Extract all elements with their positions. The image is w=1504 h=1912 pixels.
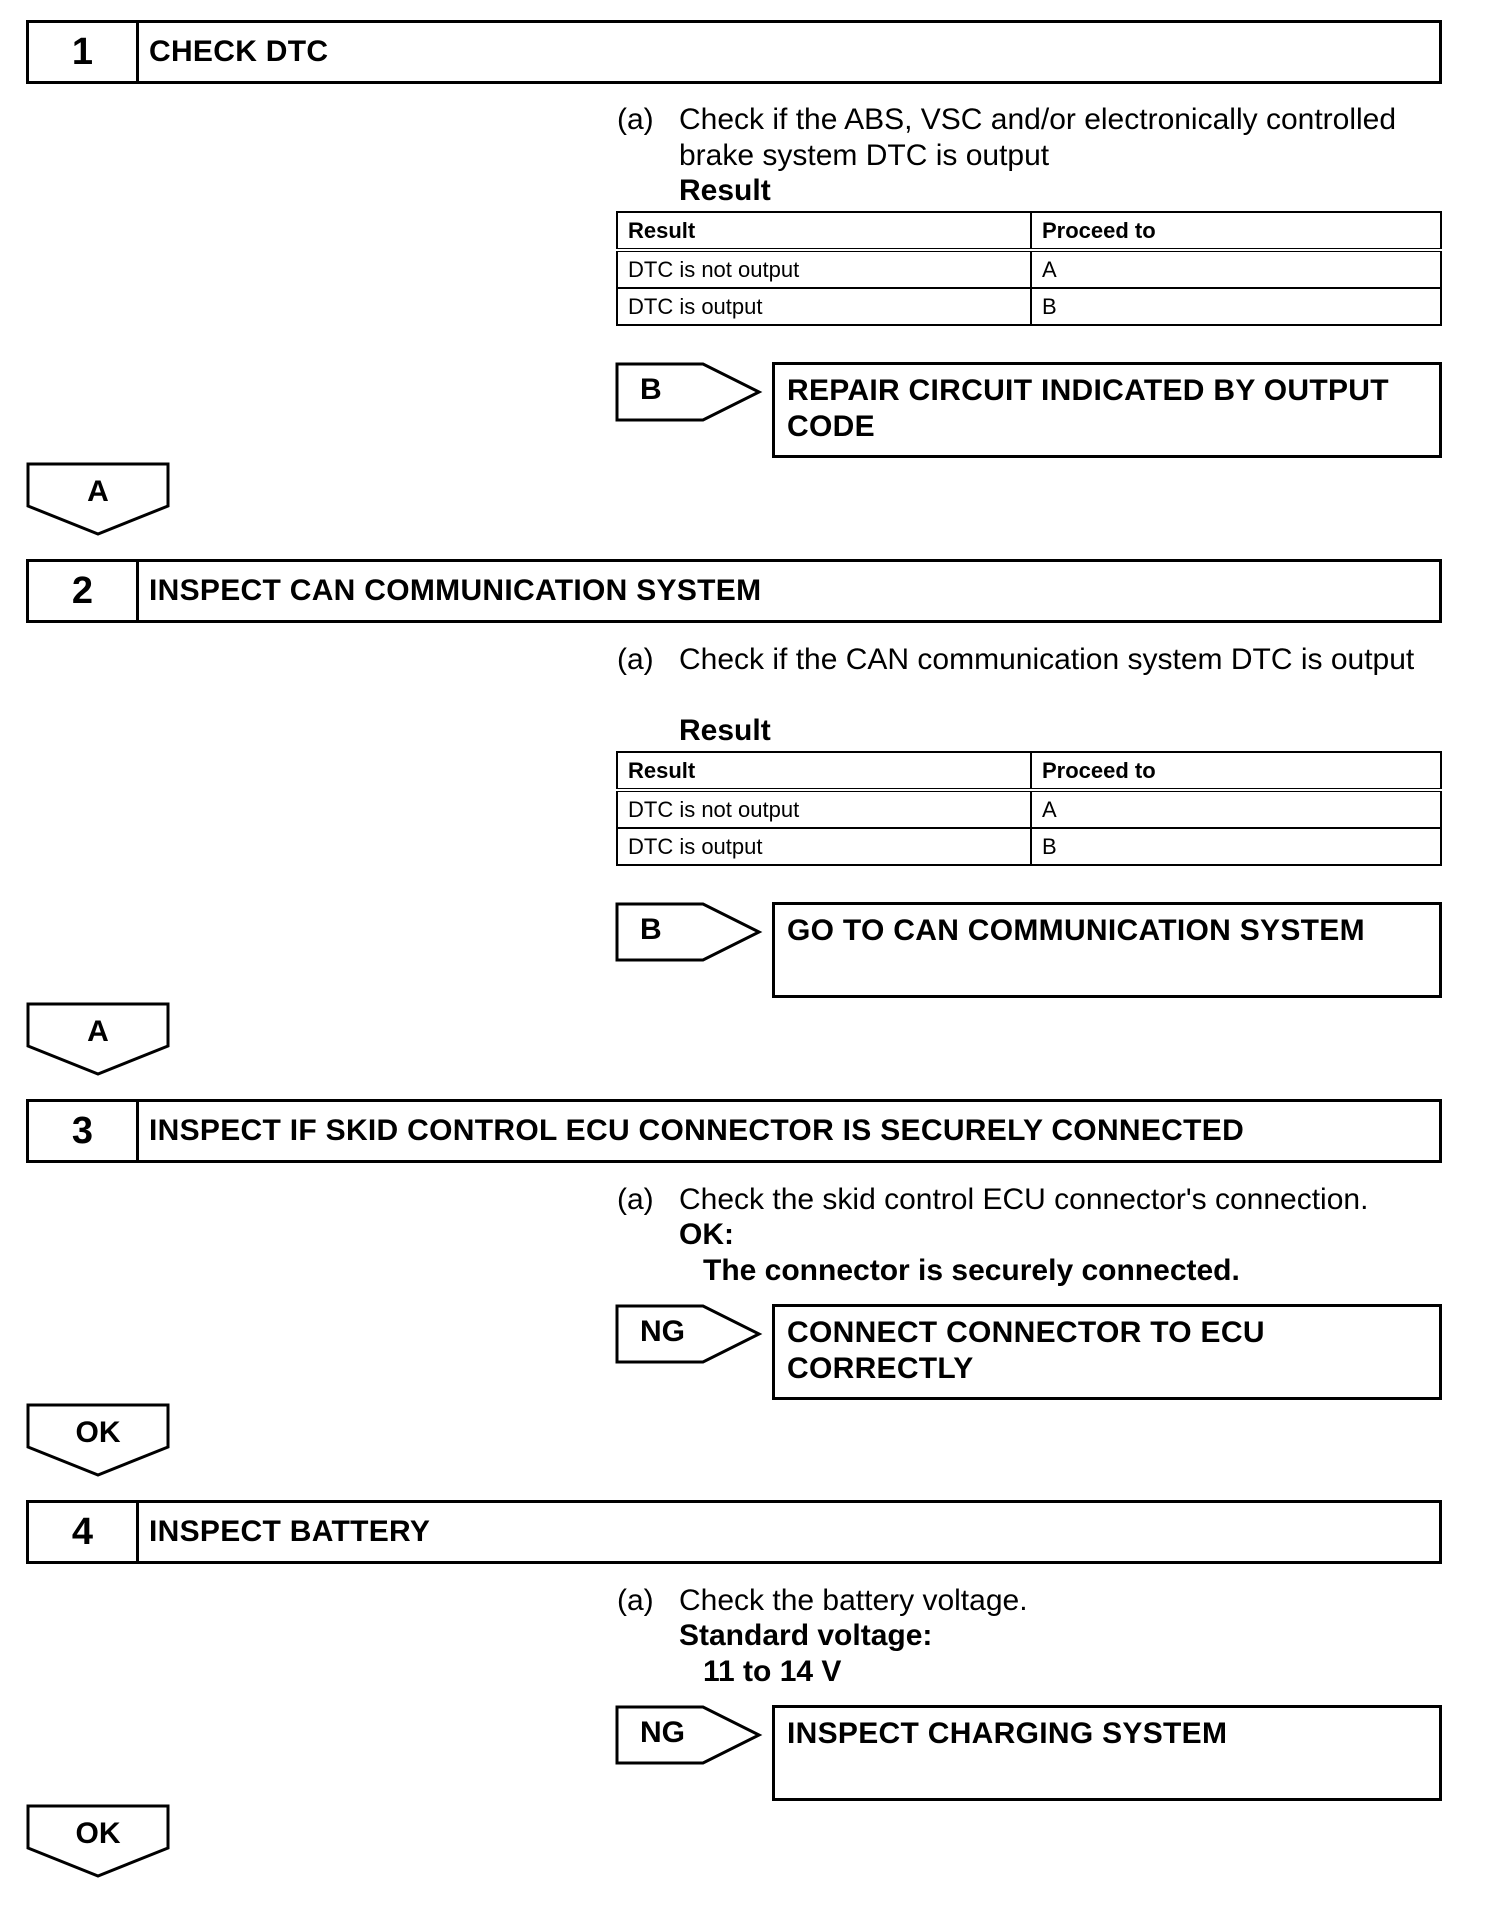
step-4-title: INSPECT BATTERY	[149, 1515, 431, 1548]
step-2-title: INSPECT CAN COMMUNICATION SYSTEM	[149, 574, 762, 607]
step-3-header: 3 INSPECT IF SKID CONTROL ECU CONNECTOR …	[26, 1099, 1442, 1163]
step-1-continue-label: A	[87, 475, 109, 508]
table-cell: DTC is output	[616, 287, 1032, 326]
step-1-branch-label: B	[640, 373, 662, 406]
step-2-instruction-text: Check if the CAN communication system DT…	[679, 643, 1415, 676]
step-3-number: 3	[29, 1102, 139, 1160]
table-cell: B	[1030, 287, 1442, 326]
step-1-title: CHECK DTC	[149, 35, 329, 68]
table-row: DTC is output B	[616, 287, 1442, 326]
step-4-instruction-marker: (a)	[617, 1584, 654, 1617]
step-4-spec-value: 11 to 14 V	[703, 1655, 842, 1688]
step-4-continue-label: OK	[75, 1817, 121, 1850]
table-row: DTC is not output A	[616, 249, 1442, 289]
step-4-instruction-text: Check the battery voltage.	[679, 1584, 1028, 1617]
table-cell: DTC is not output	[616, 789, 1032, 829]
table-header-proceed: Proceed to	[1030, 211, 1442, 252]
step-1-instruction: (a) Check if the ABS, VSC and/or electro…	[617, 102, 1439, 174]
step-3-instruction-marker: (a)	[617, 1183, 654, 1216]
step-4-continue-arrow-icon	[26, 1804, 170, 1878]
table-header-result: Result	[616, 751, 1032, 792]
table-row: DTC is not output A	[616, 789, 1442, 829]
step-1-branch-arrow-icon	[615, 362, 763, 422]
step-3-title: INSPECT IF SKID CONTROL ECU CONNECTOR IS…	[149, 1114, 1245, 1147]
step-2-instruction-marker: (a)	[617, 643, 654, 676]
step-2-instruction: (a) Check if the CAN communication syste…	[617, 642, 1479, 678]
table-cell: A	[1030, 249, 1442, 289]
step-2-branch-arrow-icon	[615, 902, 763, 962]
step-3-branch-arrow-icon	[615, 1304, 763, 1364]
step-1-action-box: REPAIR CIRCUIT INDICATED BY OUTPUT CODE	[772, 362, 1442, 458]
table-cell: DTC is not output	[616, 249, 1032, 289]
step-3-action-box: CONNECT CONNECTOR TO ECU CORRECTLY	[772, 1304, 1442, 1400]
step-2-continue-label: A	[87, 1015, 109, 1048]
step-2-branch-label: B	[640, 913, 662, 946]
step-2-header: 2 INSPECT CAN COMMUNICATION SYSTEM	[26, 559, 1442, 623]
table-cell: DTC is output	[616, 827, 1032, 866]
table-header-row: Result Proceed to	[616, 211, 1442, 252]
table-header-row: Result Proceed to	[616, 751, 1442, 792]
step-3-spec-label: OK:	[679, 1218, 734, 1251]
step-2-action-box: GO TO CAN COMMUNICATION SYSTEM	[772, 902, 1442, 998]
step-3-continue-label: OK	[75, 1416, 121, 1449]
step-3-branch-label: NG	[640, 1315, 685, 1348]
step-4-header: 4 INSPECT BATTERY	[26, 1500, 1442, 1564]
step-2-result-table: Result Proceed to DTC is not output A DT…	[616, 751, 1442, 866]
table-header-result: Result	[616, 211, 1032, 252]
step-4-spec-label: Standard voltage:	[679, 1619, 933, 1652]
step-3-instruction-text: Check the skid control ECU connector's c…	[679, 1183, 1369, 1216]
step-1-number: 1	[29, 23, 139, 81]
step-2-result-label: Result	[679, 714, 771, 747]
step-3-continue-arrow-icon	[26, 1403, 170, 1477]
table-cell: B	[1030, 827, 1442, 866]
step-1-instruction-marker: (a)	[617, 103, 654, 136]
table-row: DTC is output B	[616, 827, 1442, 866]
step-1-result-label: Result	[679, 174, 771, 207]
step-1-instruction-text: Check if the ABS, VSC and/or electronica…	[679, 103, 1397, 172]
step-4-instruction: (a) Check the battery voltage.	[617, 1583, 1439, 1619]
step-2-number: 2	[29, 562, 139, 620]
step-3-spec-value: The connector is securely connected.	[703, 1254, 1240, 1287]
table-cell: A	[1030, 789, 1442, 829]
step-4-number: 4	[29, 1503, 139, 1561]
step-2-continue-arrow-icon	[26, 1002, 170, 1076]
step-1-continue-arrow-icon	[26, 462, 170, 536]
step-4-branch-label: NG	[640, 1716, 685, 1749]
table-header-proceed: Proceed to	[1030, 751, 1442, 792]
step-4-action-box: INSPECT CHARGING SYSTEM	[772, 1705, 1442, 1801]
step-3-instruction: (a) Check the skid control ECU connector…	[617, 1182, 1479, 1218]
step-4-branch-arrow-icon	[615, 1705, 763, 1765]
step-1-result-table: Result Proceed to DTC is not output A DT…	[616, 211, 1442, 326]
step-1-header: 1 CHECK DTC	[26, 20, 1442, 84]
